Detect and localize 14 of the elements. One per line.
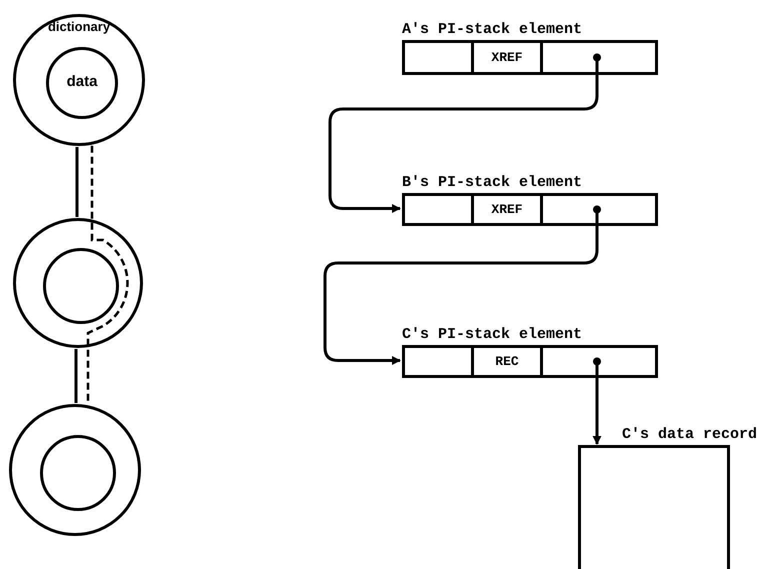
field-code: REC — [495, 352, 519, 371]
record-heading: B's PI-stack element — [402, 175, 582, 193]
connector-line — [74, 348, 78, 403]
ring-label: dictionary — [48, 20, 110, 33]
connector-line — [76, 146, 78, 217]
field-code: XREF — [491, 200, 523, 219]
pointer-arrow — [324, 206, 601, 365]
pointer-arrow — [592, 358, 602, 445]
record-heading: C's PI-stack element — [402, 327, 582, 345]
pointer-arrow — [328, 54, 601, 213]
record-heading: C's data record — [622, 427, 758, 445]
record-heading: A's PI-stack element — [402, 22, 582, 40]
circle-label: data — [66, 74, 98, 89]
field-code: XREF — [491, 48, 523, 67]
